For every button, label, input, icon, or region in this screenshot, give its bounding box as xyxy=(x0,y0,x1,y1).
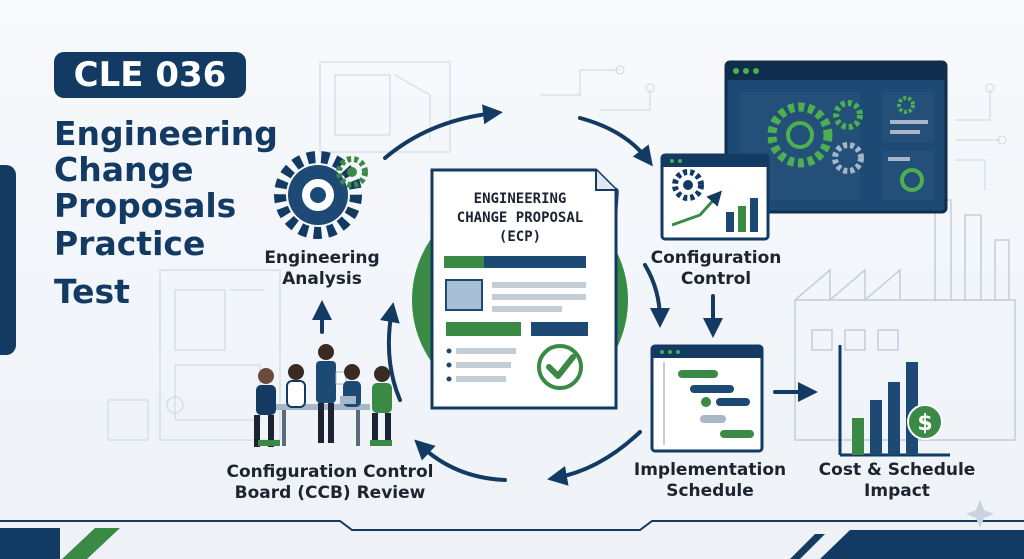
step-label-implementation: Implementation Schedule xyxy=(628,460,792,502)
gantt-chart-icon xyxy=(650,344,764,453)
step-review-line-2: Board (CCB) Review xyxy=(234,483,426,503)
document-title-line-1: ENGINEERING xyxy=(473,191,567,207)
title-line-4: Practice xyxy=(54,224,206,263)
step-label-review: Configuration Control Board (CCB) Review xyxy=(222,462,438,504)
left-edge-tab xyxy=(0,165,16,355)
title-line-5: Test xyxy=(54,272,130,311)
step-implementation-line-1: Implementation xyxy=(633,460,787,480)
step-review-line-1: Configuration Control xyxy=(226,462,434,482)
step-implementation-line-2: Schedule xyxy=(666,481,754,501)
bottom-banner xyxy=(0,500,1024,559)
step-configuration-line-1: Configuration xyxy=(650,248,782,268)
step-analysis-line-2: Analysis xyxy=(282,269,362,289)
step-cost-line-1: Cost & Schedule xyxy=(818,460,976,480)
step-cost-line-2: Impact xyxy=(864,481,930,501)
dollar-icon: $ xyxy=(838,345,950,457)
blueprint-background xyxy=(107,61,1007,441)
step-analysis-line-1: Engineering xyxy=(264,248,380,268)
checkmark-icon xyxy=(537,344,583,390)
step-label-configuration: Configuration Control xyxy=(640,248,792,290)
monitor-icon xyxy=(724,60,948,214)
step-label-analysis: Engineering Analysis xyxy=(254,248,390,290)
course-code-badge: CLE 036 xyxy=(54,52,246,98)
process-cycle-arrows xyxy=(312,104,818,486)
team-meeting-icon xyxy=(254,344,392,447)
bar-chart-icon xyxy=(660,153,770,241)
document-title-line-2: CHANGE PROPOSAL xyxy=(456,210,584,226)
title-line-3: Proposals xyxy=(54,186,237,225)
step-label-cost: Cost & Schedule Impact xyxy=(812,460,982,502)
svg-text:$: $ xyxy=(917,411,932,436)
title-line-2: Change xyxy=(54,150,194,189)
factory-icon xyxy=(794,199,1016,441)
title-line-1: Engineering xyxy=(54,114,278,153)
document-title-line-3: (ECP) xyxy=(498,229,542,245)
gear-icon xyxy=(274,151,368,239)
step-configuration-line-2: Control xyxy=(680,269,752,289)
document-title: ENGINEERING CHANGE PROPOSAL (ECP) xyxy=(442,190,598,247)
